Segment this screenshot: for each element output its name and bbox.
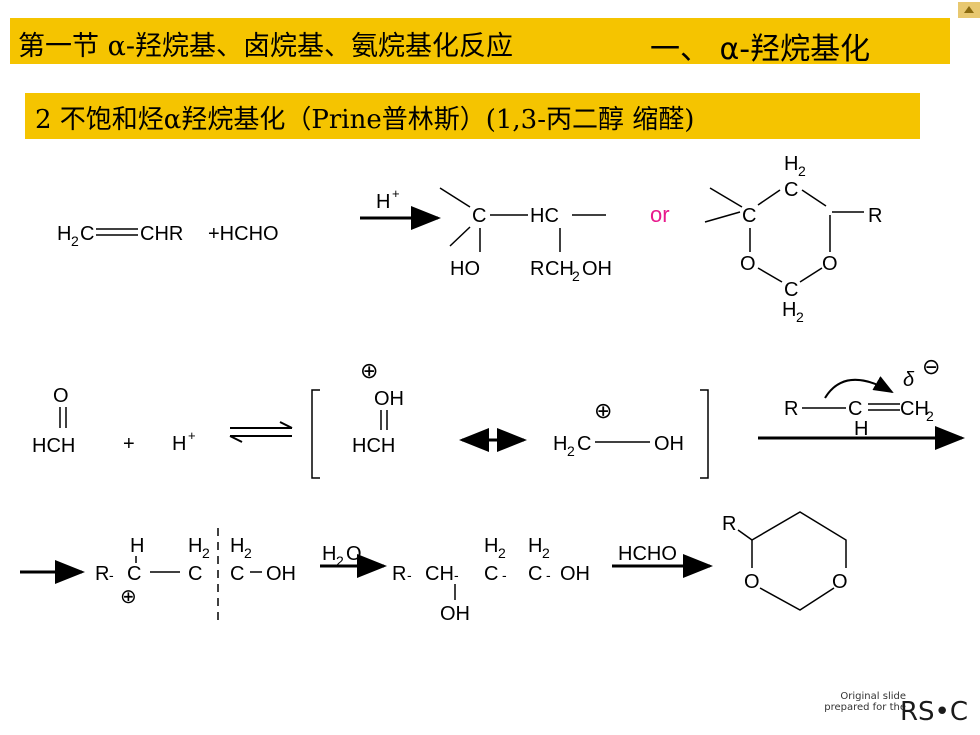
p2-c1: C xyxy=(742,205,756,227)
formaldehyde-o: O xyxy=(53,385,69,407)
ethylene-h: H xyxy=(57,223,71,245)
delta-label: δ xyxy=(903,369,915,391)
svg-text:-: - xyxy=(546,567,551,583)
rsc-logo: RS•C xyxy=(899,697,968,727)
s3-h2a: H xyxy=(188,535,202,557)
oxonium-oh: OH xyxy=(374,388,404,410)
mechanism: O HCH + H + ⊕ OH HCH ⊕ H 2 C OH R C xyxy=(32,354,965,479)
s3b-h2a: H xyxy=(484,535,498,557)
credit-line1: Original slide xyxy=(840,691,906,702)
s3b-c1: C xyxy=(484,563,498,585)
ethylene-sub: 2 xyxy=(71,233,79,249)
section-title: 一、 α-羟烷基化 xyxy=(650,32,871,67)
s3b-oh2: OH xyxy=(560,563,590,585)
p2-r: R xyxy=(868,205,882,227)
credit: Original slide prepared for the RS•C xyxy=(768,685,968,727)
dx-o1: O xyxy=(744,571,760,593)
dx-r: R xyxy=(722,513,736,535)
title-bar: 第一节 α-羟烷基、卤烷基、氨烷基化反应 一、 α-羟烷基化 xyxy=(10,18,950,67)
formaldehyde-hch: HCH xyxy=(32,435,75,457)
ethylene-chr: CHR xyxy=(140,223,183,245)
s3b-ch: CH xyxy=(425,563,454,585)
dx-o2: O xyxy=(832,571,848,593)
s3-h2b-sub: 2 xyxy=(244,545,252,561)
p2-h: H xyxy=(784,153,798,175)
scroll-up-icon[interactable] xyxy=(958,2,980,18)
catalyst-sup: + xyxy=(392,186,400,201)
s3-h2b: H xyxy=(230,535,244,557)
s3-h: H xyxy=(130,535,144,557)
svg-text:-: - xyxy=(454,567,459,583)
h2o-o: O xyxy=(346,543,362,565)
p2-h2: H xyxy=(782,299,796,321)
h2o-sub: 2 xyxy=(336,553,344,569)
or-label: or xyxy=(650,202,670,227)
p2-h2-sub: 2 xyxy=(796,309,804,325)
alkene-sub: 2 xyxy=(926,408,934,424)
s3b-r: R xyxy=(392,563,406,585)
p2-c2: C xyxy=(784,179,798,201)
s3-c3: C xyxy=(230,563,244,585)
step3: R - H C ⊕ H 2 C H 2 C OH H 2 O R - CH OH… xyxy=(20,511,848,625)
p1-ch: CH xyxy=(545,258,574,280)
p1-ho: HO xyxy=(450,258,480,280)
carbocation-charge: ⊕ xyxy=(594,398,612,423)
s3b-oh1: OH xyxy=(440,603,470,625)
oxonium-charge: ⊕ xyxy=(360,358,378,383)
alkene-h: H xyxy=(854,418,868,440)
subtitle: 2 不饱和烃α羟烷基化（Prine普林斯）(1,3-丙二醇 缩醛) xyxy=(35,105,695,135)
alkene-c1: C xyxy=(848,398,862,420)
oxonium-hch: HCH xyxy=(352,435,395,457)
alkene-ch: CH xyxy=(900,398,929,420)
carbocation-oh: OH xyxy=(654,433,684,455)
carbocation-h: H xyxy=(553,433,567,455)
reaction1: H 2 C CHR +HCHO H + C HC HO R CH 2 OH or… xyxy=(57,153,882,325)
plus-hcho: +HCHO xyxy=(208,223,279,245)
p2-o1: O xyxy=(740,253,756,275)
s3b-h2b: H xyxy=(528,535,542,557)
s3-c2: C xyxy=(188,563,202,585)
carbocation-sub: 2 xyxy=(567,443,575,459)
s3-c1: C xyxy=(127,563,141,585)
s3b-c2: C xyxy=(528,563,542,585)
s3-oh: OH xyxy=(266,563,296,585)
p1-c: C xyxy=(472,205,486,227)
p2-h-sub: 2 xyxy=(798,163,806,179)
s3-r: R xyxy=(95,563,109,585)
p2-o2: O xyxy=(822,253,838,275)
proton-sup: + xyxy=(188,428,196,443)
credit-line2: prepared for the xyxy=(824,702,906,713)
h2o-h: H xyxy=(322,543,336,565)
svg-text:-: - xyxy=(407,567,412,583)
p2-c3: C xyxy=(784,279,798,301)
carbocation-c: C xyxy=(577,433,591,455)
plus-sign: + xyxy=(123,433,135,455)
p1-hc: HC xyxy=(530,205,559,227)
ethylene-c: C xyxy=(80,223,94,245)
p1-sub: 2 xyxy=(572,268,580,284)
svg-text:-: - xyxy=(109,567,114,583)
proton-h: H xyxy=(172,433,186,455)
delta-charge: ⊖ xyxy=(922,354,940,379)
curved-arrow xyxy=(824,376,894,399)
s3-h2a-sub: 2 xyxy=(202,545,210,561)
alkene-r: R xyxy=(784,398,798,420)
catalyst-h: H xyxy=(376,191,390,213)
subtitle-bar: 2 不饱和烃α羟烷基化（Prine普林斯）(1,3-丙二醇 缩醛) xyxy=(25,93,920,139)
svg-text:-: - xyxy=(502,567,507,583)
p1-r: R xyxy=(530,258,544,280)
p1-oh: OH xyxy=(582,258,612,280)
s3b-h2a-sub: 2 xyxy=(498,545,506,561)
hcho-label: HCHO xyxy=(618,543,677,565)
s3-charge: ⊕ xyxy=(120,586,137,608)
s3b-h2b-sub: 2 xyxy=(542,545,550,561)
page-title: 第一节 α-羟烷基、卤烷基、氨烷基化反应 xyxy=(18,31,513,62)
